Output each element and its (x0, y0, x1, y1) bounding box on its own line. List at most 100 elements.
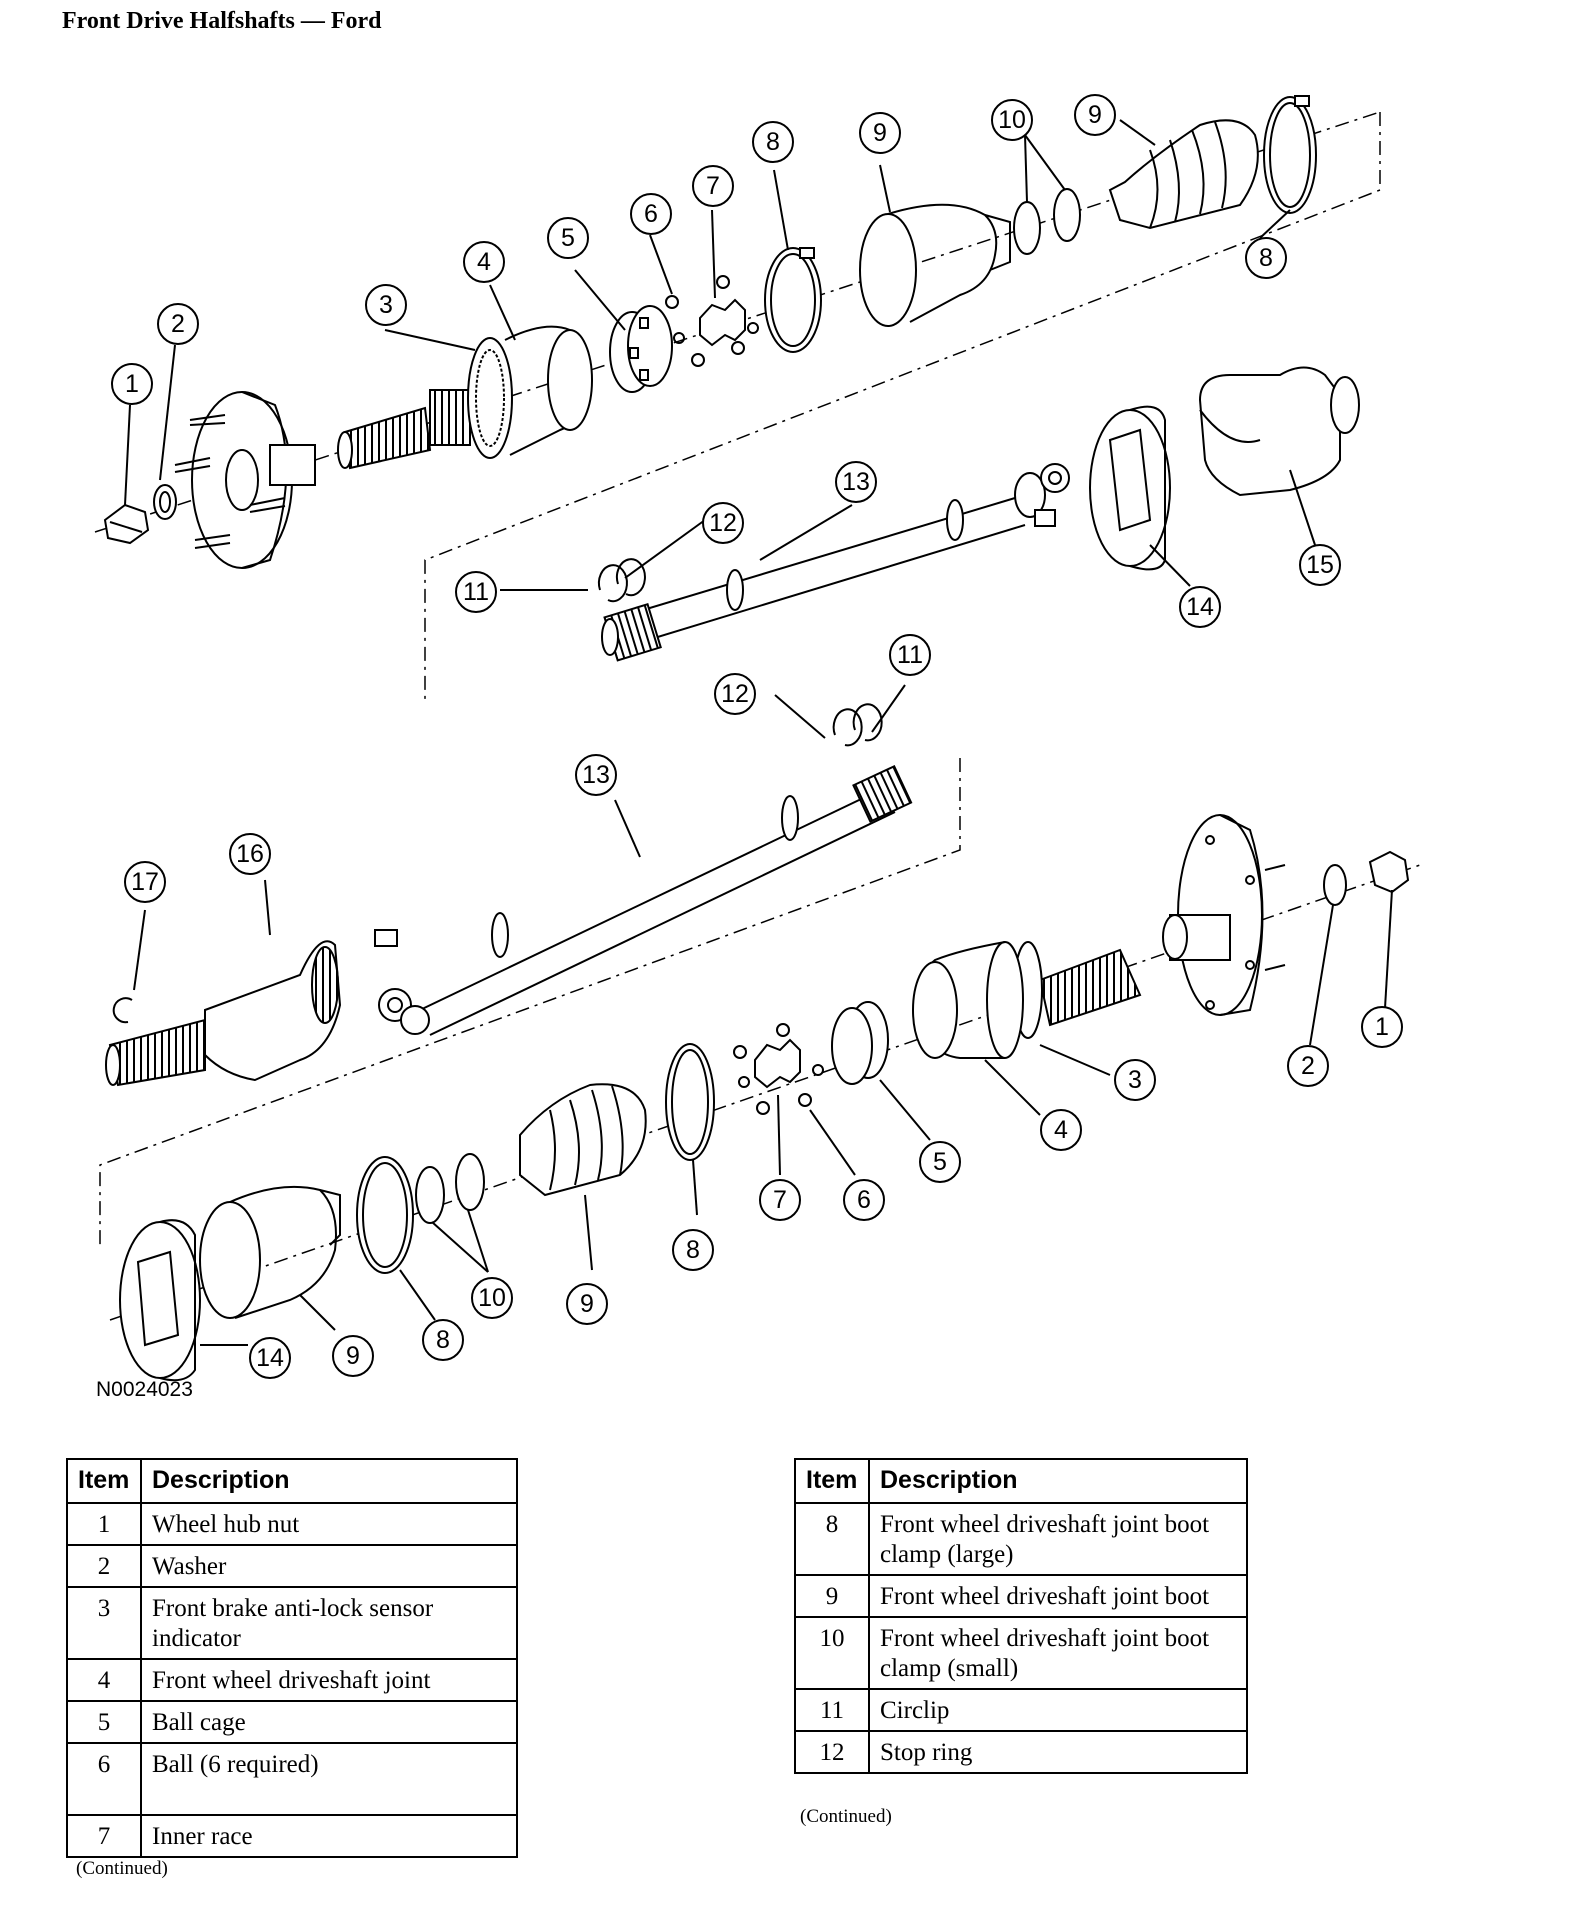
callout-top-9b-text: 9 (1088, 101, 1102, 129)
item-number: 5 (66, 1700, 142, 1744)
table-row: 8 Front wheel driveshaft joint boot clam… (794, 1502, 1248, 1576)
boot-bottom-2 (199, 1185, 341, 1319)
callout-bottom-9b-text: 9 (346, 1342, 360, 1370)
callout-bottom-6-text: 6 (857, 1186, 871, 1214)
callout-bottom-5-text: 5 (933, 1148, 947, 1176)
callout-bottom-7-text: 7 (773, 1186, 787, 1214)
item-number: 6 (66, 1742, 142, 1816)
callout-top-6-text: 6 (644, 200, 658, 228)
wheel-hub-top (174, 391, 316, 569)
callout-bottom-13 (575, 754, 617, 796)
ball-cage-bottom (831, 1001, 889, 1085)
halfshaft-bottom (374, 764, 913, 1036)
washer-bottom (1323, 864, 1347, 906)
table-row: 2 Washer (66, 1544, 518, 1588)
item-description: Front wheel driveshaft joint boot (868, 1574, 1248, 1618)
boot-clamp-large-top (764, 247, 822, 353)
dust-seal-bottom (119, 1219, 201, 1382)
top-assembly (94, 95, 1381, 700)
callout-top-9-text: 9 (873, 119, 887, 147)
callout-bottom-1-text: 1 (1375, 1013, 1389, 1041)
item-number: 10 (794, 1616, 870, 1690)
parts-table-left: Item Description 1 Wheel hub nut 2 Washe… (66, 1458, 518, 1858)
boot-clamps-small-bottom (415, 1153, 485, 1224)
outer-cv-joint-top (337, 325, 593, 470)
inner-race-bottom (733, 1023, 824, 1115)
callout-top-12-text: 12 (709, 509, 737, 537)
callout-bottom-17 (124, 861, 166, 903)
callout-top-8b-text: 8 (1259, 244, 1273, 272)
boot-bottom-1 (519, 1083, 647, 1197)
callout-top-9b (1074, 94, 1116, 136)
callout-bottom-11 (889, 634, 931, 676)
boot-clamp-large-bottom-2 (356, 1156, 414, 1274)
callout-bottom-7 (759, 1179, 801, 1221)
callout-top-8 (752, 121, 794, 163)
column-header-item: Item (794, 1458, 870, 1504)
item-description: Washer (140, 1544, 518, 1588)
tripod-housing-bottom (105, 940, 342, 1087)
callout-top-10 (991, 99, 1033, 141)
ball-cage-top (609, 305, 673, 393)
table-header-row: Item Description (794, 1458, 1248, 1504)
item-description: Front wheel driveshaft joint (140, 1658, 518, 1702)
table-header-row: Item Description (66, 1458, 518, 1504)
item-number: 9 (794, 1574, 870, 1618)
callout-bottom-14-text: 14 (256, 1344, 284, 1372)
callout-bottom-13-text: 13 (582, 761, 610, 789)
callout-top-4-text: 4 (477, 248, 491, 276)
boot-clamp-large-top-2 (1263, 95, 1317, 214)
column-header-item: Item (66, 1458, 142, 1504)
table-row: 9 Front wheel driveshaft joint boot (794, 1574, 1248, 1618)
callout-top-7 (692, 165, 734, 207)
item-description: Front wheel driveshaft joint boot clamp … (868, 1616, 1248, 1690)
callout-bottom-14 (249, 1337, 291, 1379)
callout-top-2 (157, 303, 199, 345)
wheel-hub-nut-top (103, 503, 150, 545)
callout-top-1 (111, 363, 153, 405)
tripod-housing-top (1198, 366, 1360, 497)
halfshaft-top (601, 463, 1070, 662)
item-number: 2 (66, 1544, 142, 1588)
callout-top-5-text: 5 (561, 224, 575, 252)
item-number: 11 (794, 1688, 870, 1732)
table-row: 5 Ball cage (66, 1700, 518, 1744)
inner-race-top (699, 298, 746, 347)
table-continued-note-left: (Continued) (76, 1858, 168, 1879)
callout-bottom-8 (672, 1229, 714, 1271)
table-continued-note-right: (Continued) (800, 1806, 892, 1827)
callout-bottom-9b (332, 1335, 374, 1377)
column-header-description: Description (140, 1458, 518, 1504)
figure-id: N0024023 (96, 1378, 193, 1401)
table-row: 3 Front brake anti-lock sensor indicator (66, 1586, 518, 1660)
callout-bottom-16-text: 16 (236, 840, 264, 868)
outer-cv-joint-bottom (912, 941, 1142, 1059)
callout-bottom-3-text: 3 (1128, 1066, 1142, 1094)
balls-top (665, 275, 759, 367)
callout-bottom-1 (1361, 1006, 1403, 1048)
callout-bottom-9-text: 9 (580, 1290, 594, 1318)
callout-bottom-9 (566, 1283, 608, 1325)
item-description: Wheel hub nut (140, 1502, 518, 1546)
callout-bottom-10 (471, 1277, 513, 1319)
callout-top-14-text: 14 (1186, 593, 1214, 621)
exploded-diagram: 1 2 3 4 5 6 7 8 9 10 9 8 11 12 13 14 15 … (94, 94, 1421, 1382)
boot-clamp-large-bottom-1 (665, 1043, 715, 1161)
callout-top-9 (859, 112, 901, 154)
item-description: Circlip (868, 1688, 1248, 1732)
callout-bottom-4 (1040, 1109, 1082, 1151)
boot-top-2 (1108, 119, 1259, 230)
callout-top-10-text: 10 (998, 106, 1026, 134)
callout-top-11-text: 11 (463, 578, 489, 606)
callout-top-7-text: 7 (706, 172, 720, 200)
callout-top-5 (547, 217, 589, 259)
callout-top-12 (702, 502, 744, 544)
callout-bottom-4-text: 4 (1054, 1116, 1068, 1144)
table-row: 12 Stop ring (794, 1730, 1248, 1774)
callout-bottom-16 (229, 833, 271, 875)
item-number: 3 (66, 1586, 142, 1660)
callout-top-4 (463, 241, 505, 283)
callout-bottom-3 (1114, 1059, 1156, 1101)
callout-top-3 (365, 284, 407, 326)
callout-top-15 (1299, 544, 1341, 586)
